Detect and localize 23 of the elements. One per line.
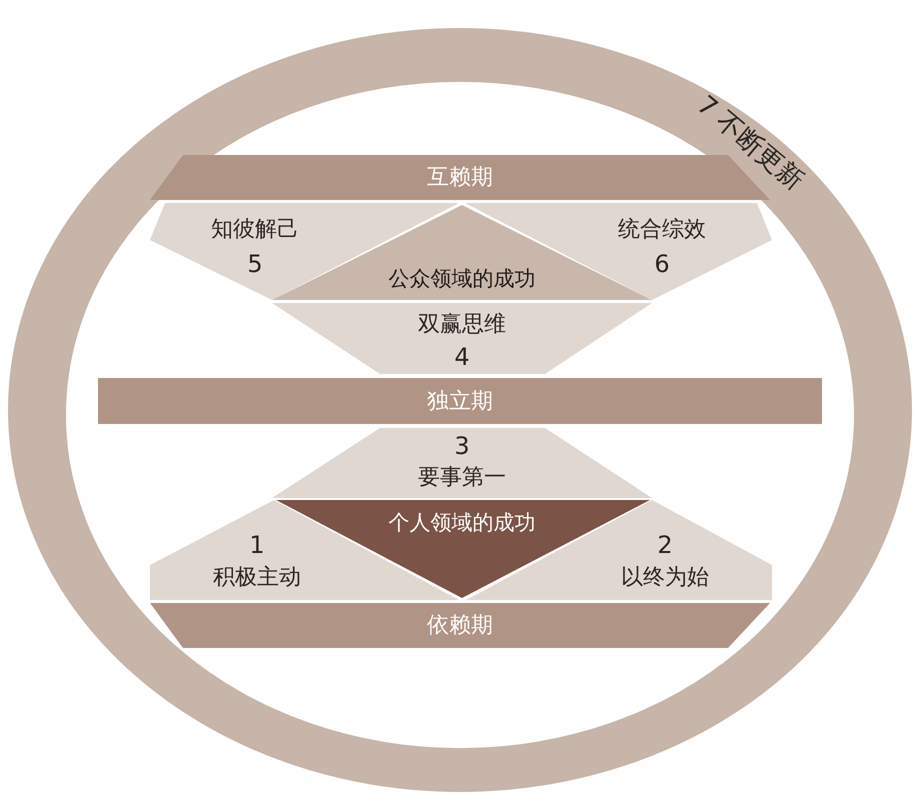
renewal-ring bbox=[8, 28, 912, 792]
habit-number: 3 bbox=[454, 434, 470, 458]
ring-label: 7 不断更新 bbox=[692, 92, 808, 194]
habit-number: 4 bbox=[454, 345, 470, 369]
habit-panel bbox=[272, 428, 652, 498]
success-label: 个人领域的成功 bbox=[388, 512, 536, 534]
stage-label: 依赖期 bbox=[427, 615, 493, 637]
habit-number: 6 bbox=[654, 252, 670, 276]
stage-label: 独立期 bbox=[427, 391, 493, 413]
habit-panel bbox=[272, 303, 652, 374]
habit-name: 要事第一 bbox=[418, 467, 506, 489]
habit-name: 双赢思维 bbox=[418, 314, 506, 336]
habit-name: 统合综效 bbox=[618, 219, 706, 241]
habit-name: 以终为始 bbox=[621, 567, 709, 589]
habit-number: 5 bbox=[247, 252, 263, 276]
habit-name: 积极主动 bbox=[213, 567, 301, 589]
stage-label: 互赖期 bbox=[427, 167, 493, 189]
success-label: 公众领域的成功 bbox=[388, 268, 536, 290]
stage-band bbox=[98, 378, 822, 424]
habit-name: 知彼解己 bbox=[211, 219, 299, 241]
habit-number: 2 bbox=[657, 533, 673, 557]
habit-number: 1 bbox=[249, 533, 265, 557]
stage-band bbox=[150, 603, 770, 648]
